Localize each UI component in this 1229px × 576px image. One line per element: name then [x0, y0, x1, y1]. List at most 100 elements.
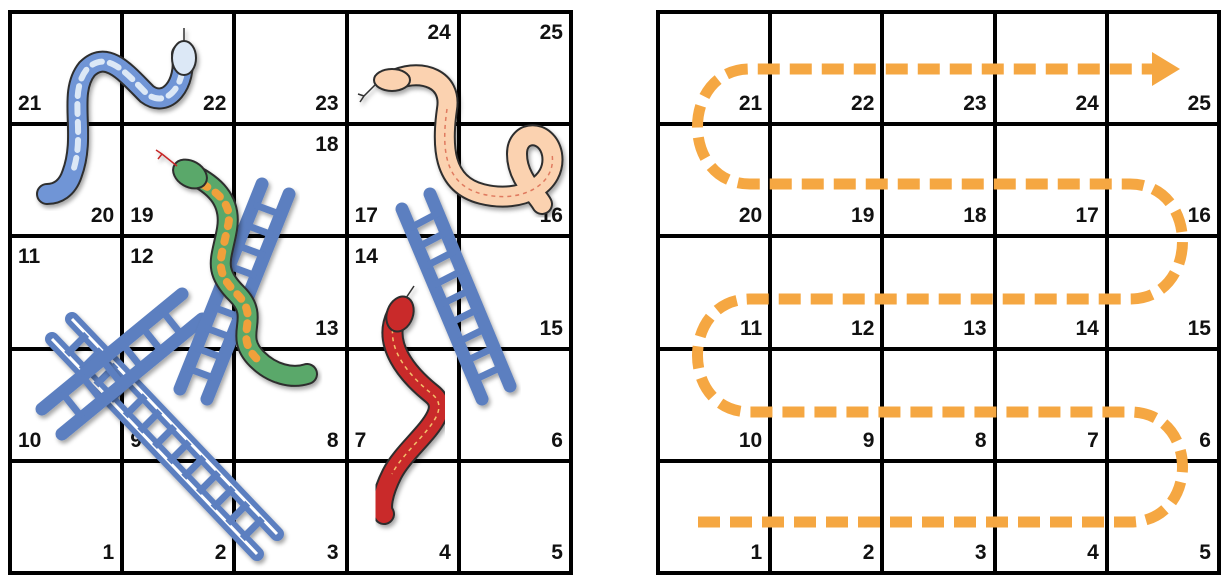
- cell-number: 14: [355, 246, 378, 267]
- board-cell: 16: [461, 126, 573, 238]
- board-cell: 8: [884, 351, 996, 463]
- cell-number: 24: [1075, 93, 1098, 114]
- cell-number: 23: [963, 93, 986, 114]
- board-cell: 11: [660, 238, 772, 350]
- cell-number: 15: [1188, 318, 1211, 339]
- board-cell: 10: [12, 351, 124, 463]
- cell-number: 4: [1087, 542, 1099, 563]
- cell-number: 19: [130, 205, 153, 226]
- cell-number: 9: [130, 430, 142, 451]
- cell-number: 17: [355, 205, 378, 226]
- cell-number: 3: [975, 542, 987, 563]
- board-cell: 7: [997, 351, 1109, 463]
- board-cell: 6: [461, 351, 573, 463]
- board-cell: 15: [1109, 238, 1221, 350]
- board-cell: 4: [997, 463, 1109, 575]
- board-cell: 1: [660, 463, 772, 575]
- cell-number: 3: [327, 542, 339, 563]
- cell-number: 25: [540, 22, 563, 43]
- board-cell: 2: [772, 463, 884, 575]
- board-cell: 20: [12, 126, 124, 238]
- board-cell: 3: [236, 463, 348, 575]
- cell-number: 1: [103, 542, 115, 563]
- cell-number: 7: [355, 430, 367, 451]
- cell-number: 14: [1075, 318, 1098, 339]
- board-cell: 13: [884, 238, 996, 350]
- board-cell: 21: [12, 14, 124, 126]
- board-cell: 5: [1109, 463, 1221, 575]
- cell-number: 4: [439, 542, 451, 563]
- cell-number: 6: [551, 430, 563, 451]
- cell-number: 22: [203, 93, 226, 114]
- board-cell: 18: [884, 126, 996, 238]
- cell-number: 9: [863, 430, 875, 451]
- board-cell: 3: [884, 463, 996, 575]
- cell-number: 2: [215, 542, 227, 563]
- cell-number: 25: [1188, 93, 1211, 114]
- board-cell: 13: [236, 238, 348, 350]
- cell-number: 13: [315, 318, 338, 339]
- cell-number: 24: [427, 22, 450, 43]
- cell-number: 8: [975, 430, 987, 451]
- board-cell: 11: [12, 238, 124, 350]
- board-cell: 6: [1109, 351, 1221, 463]
- cell-number: 13: [963, 318, 986, 339]
- board-cell: 17: [349, 126, 461, 238]
- board-cell: 20: [660, 126, 772, 238]
- cell-number: 12: [851, 318, 874, 339]
- cell-number: 21: [18, 93, 41, 114]
- cell-number: 20: [739, 205, 762, 226]
- board-cell: 5: [461, 463, 573, 575]
- board-cell: 18: [236, 126, 348, 238]
- board-cell: 25: [461, 14, 573, 126]
- cell-number: 19: [851, 205, 874, 226]
- cell-number: 16: [1188, 205, 1211, 226]
- cell-number: 15: [540, 318, 563, 339]
- cell-number: 7: [1087, 430, 1099, 451]
- board-cell: 2: [124, 463, 236, 575]
- board-cell: 22: [124, 14, 236, 126]
- cell-number: 22: [851, 93, 874, 114]
- board-cell: 24: [349, 14, 461, 126]
- cell-number: 11: [740, 318, 762, 339]
- cell-number: 6: [1199, 430, 1211, 451]
- cell-number: 5: [1199, 542, 1211, 563]
- cell-number: 21: [739, 93, 762, 114]
- cell-number: 12: [130, 246, 153, 267]
- cell-number: 16: [540, 205, 563, 226]
- board-cell: 17: [997, 126, 1109, 238]
- board-cell: 10: [660, 351, 772, 463]
- board-cell: 14: [349, 238, 461, 350]
- board-cell: 8: [236, 351, 348, 463]
- board-cell: 12: [772, 238, 884, 350]
- cell-number: 8: [327, 430, 339, 451]
- board-cell: 15: [461, 238, 573, 350]
- board-cell: 1: [12, 463, 124, 575]
- board-cell: 19: [124, 126, 236, 238]
- cell-number: 2: [863, 542, 875, 563]
- board-cell: 23: [236, 14, 348, 126]
- board-cell: 25: [1109, 14, 1221, 126]
- board-cell: 16: [1109, 126, 1221, 238]
- board-cell: 7: [349, 351, 461, 463]
- cell-number: 18: [963, 205, 986, 226]
- cell-number: 10: [739, 430, 762, 451]
- cell-number: 17: [1075, 205, 1098, 226]
- cell-number: 11: [18, 246, 40, 267]
- board-cell: 19: [772, 126, 884, 238]
- cell-number: 5: [551, 542, 563, 563]
- cell-number: 20: [91, 205, 114, 226]
- board-cell: 14: [997, 238, 1109, 350]
- board-cell: 4: [349, 463, 461, 575]
- cell-number: 18: [315, 134, 338, 155]
- board-cell: 9: [124, 351, 236, 463]
- board-cell: 12: [124, 238, 236, 350]
- board-cell: 21: [660, 14, 772, 126]
- board-cell: 24: [997, 14, 1109, 126]
- board-cell: 23: [884, 14, 996, 126]
- cell-number: 1: [751, 542, 763, 563]
